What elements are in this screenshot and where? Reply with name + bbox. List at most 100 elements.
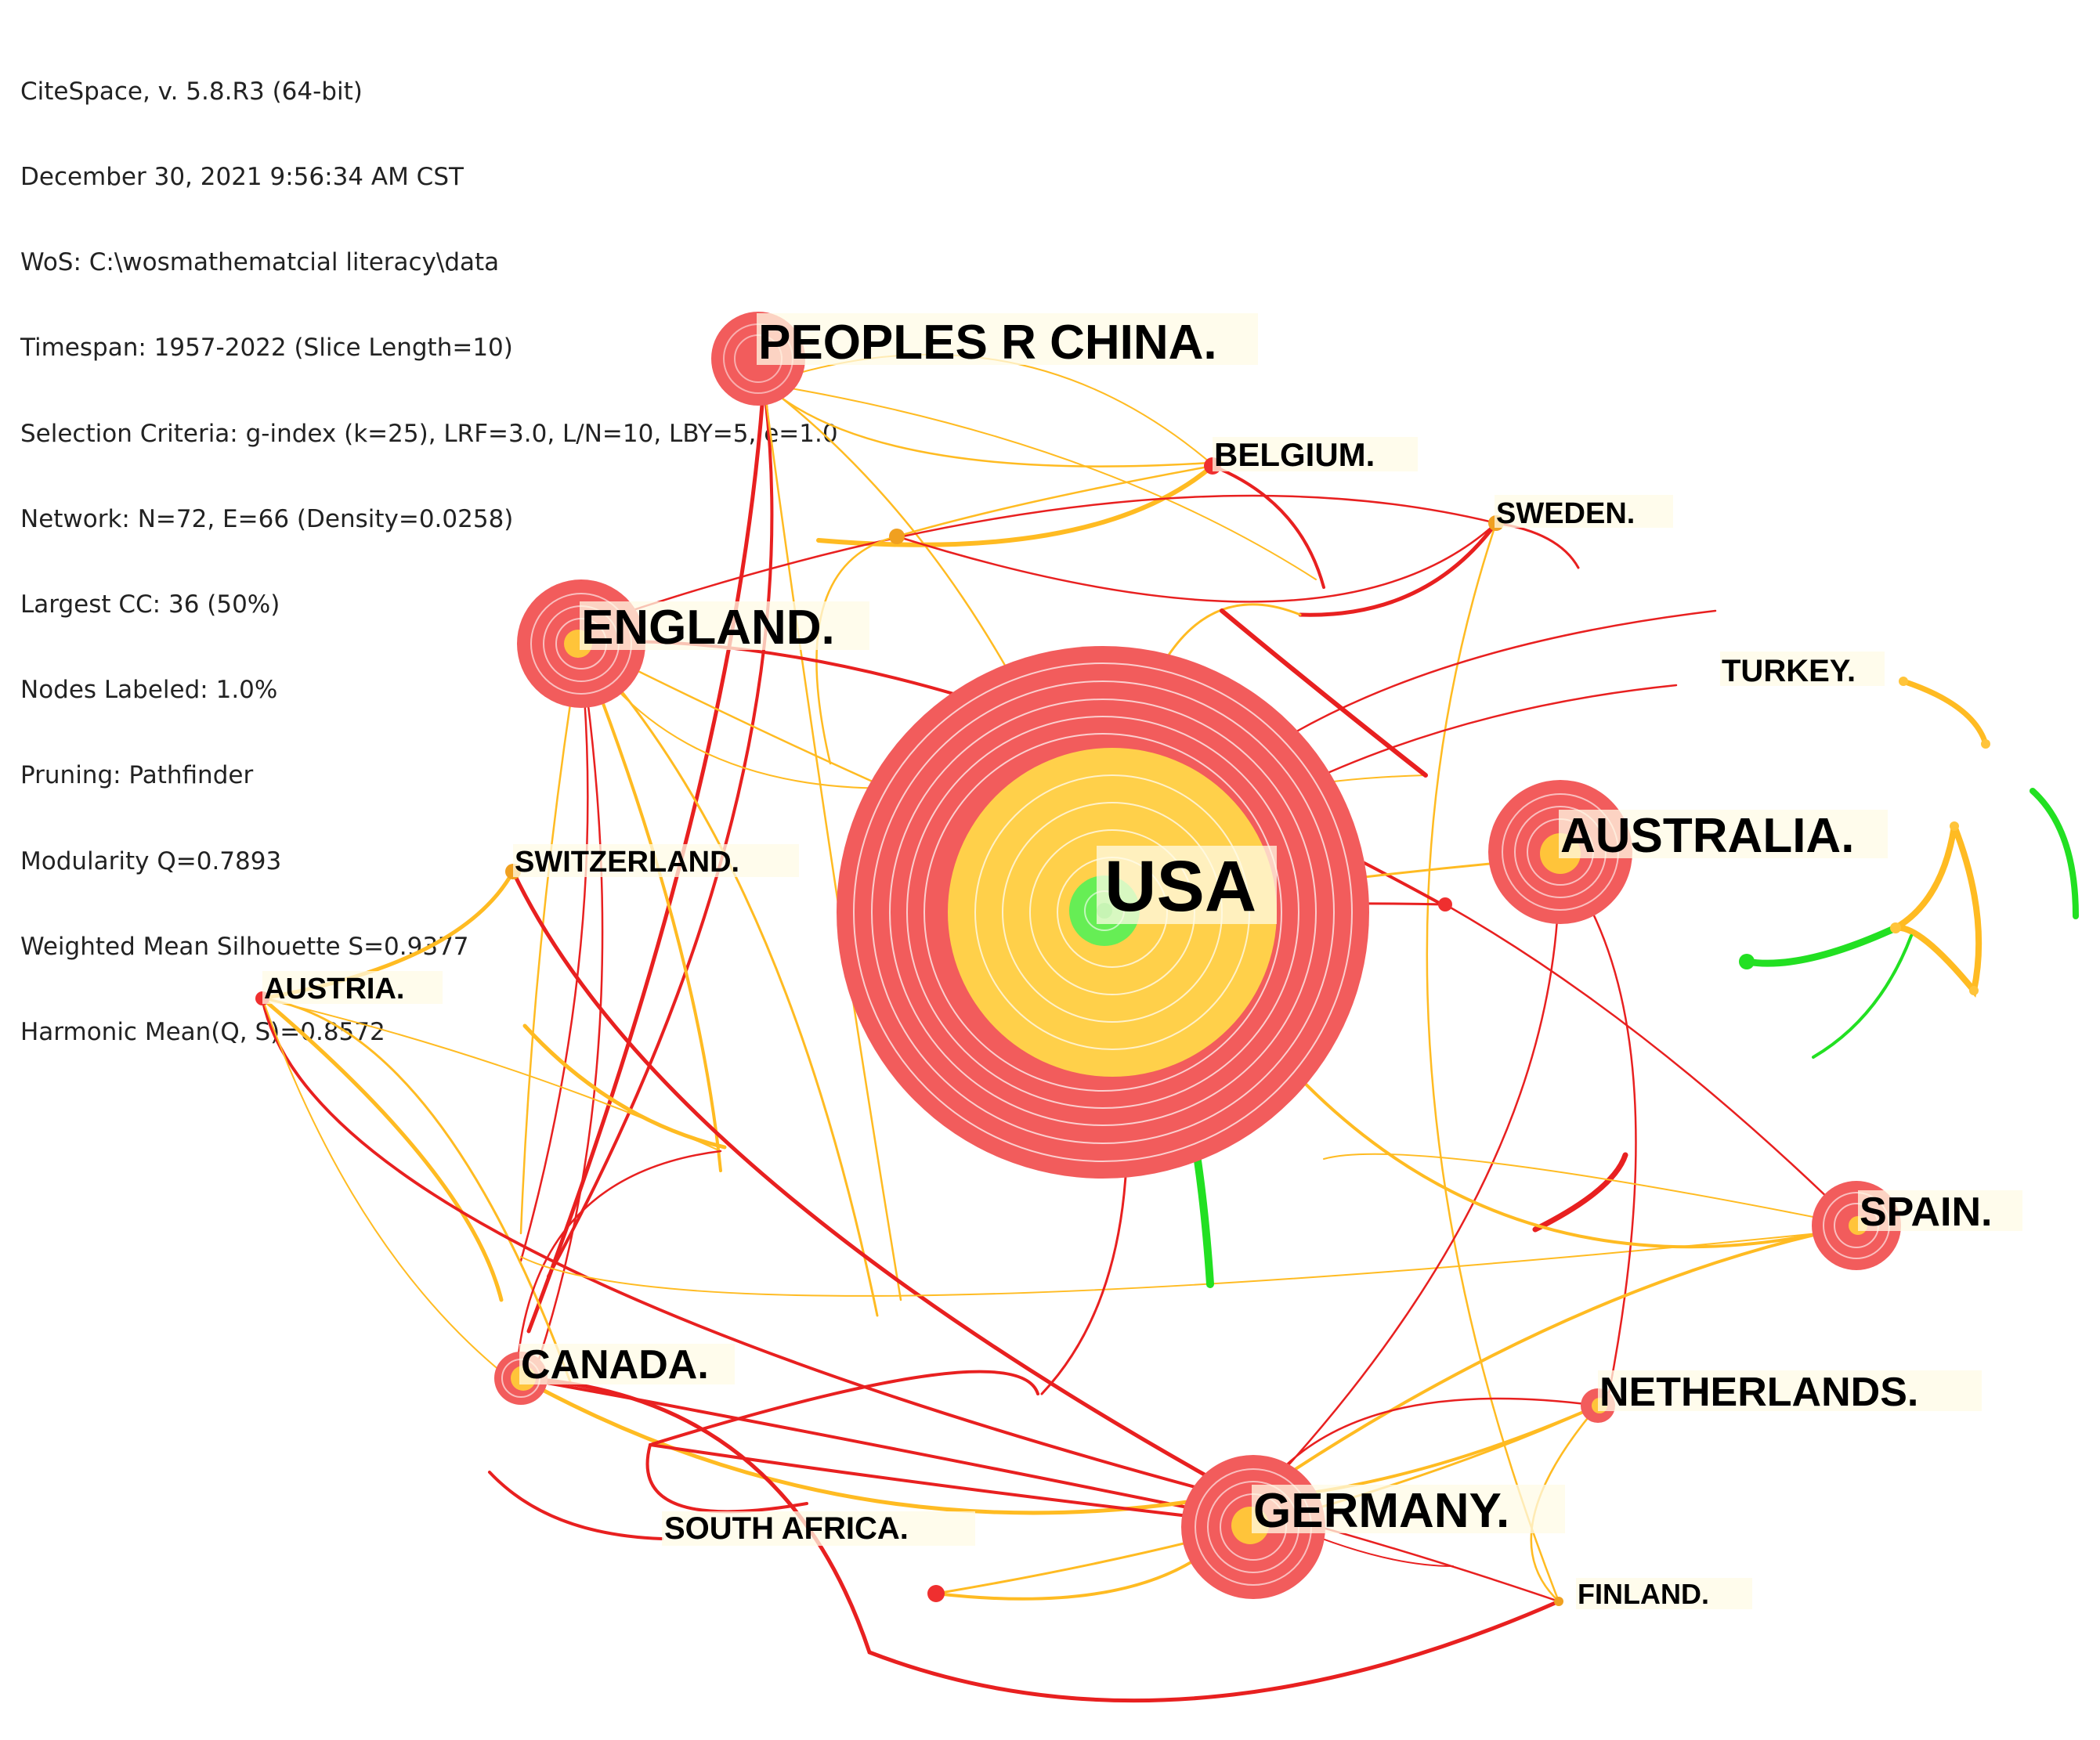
link: [261, 997, 573, 1388]
label-backdrop: [580, 601, 869, 650]
label-finland: FINLAND.: [1578, 1578, 1709, 1610]
link: [1211, 464, 1325, 589]
link: [762, 382, 1223, 467]
link: [522, 1023, 727, 1150]
link: [519, 641, 589, 1262]
node-unlabeled[interactable]: [1899, 677, 1908, 686]
link: [1220, 608, 1428, 778]
label-china: PEOPLES R CHINA.: [758, 316, 1217, 370]
link: [519, 1376, 1561, 1703]
link: [260, 996, 504, 1302]
link: [763, 353, 1215, 467]
link: [261, 997, 1243, 1501]
link: [1252, 1024, 1858, 1249]
label-backdrop: [1858, 1190, 2022, 1231]
link: [1900, 678, 1989, 747]
label-spain: SPAIN.: [1860, 1189, 1993, 1235]
link: [1532, 1152, 1628, 1233]
link: [515, 1150, 722, 1372]
link: [895, 522, 1498, 603]
label-belgium: BELGIUM.: [1214, 436, 1375, 473]
link: [511, 869, 1252, 1502]
label-backdrop: [662, 1511, 975, 1546]
link: [2030, 788, 2079, 919]
label-usa: USA: [1104, 847, 1256, 926]
link: [617, 494, 1498, 616]
label-backdrop: [1252, 1485, 1565, 1533]
citespace-info-header: CiteSpace, v. 5.8.R3 (64-bit) December 3…: [20, 20, 838, 1075]
info-line: WoS: C:\wosmathematcial literacy\data: [20, 248, 500, 277]
label-backdrop: [1720, 652, 1885, 686]
link: [526, 381, 766, 1334]
link: [262, 998, 721, 1152]
info-line: Largest CC: 36 (50%): [20, 590, 280, 619]
node-unlabeled[interactable]: [1969, 986, 1979, 995]
link: [519, 1377, 1247, 1521]
label-australia: AUSTRALIA.: [1560, 809, 1854, 863]
link: [1812, 934, 1913, 1059]
label-backdrop: [513, 844, 799, 877]
info-line: Weighted Mean Silhouette S=0.9377: [20, 932, 469, 961]
link: [578, 641, 722, 1172]
node-unlabeled[interactable]: [889, 529, 905, 544]
link: [1248, 856, 1560, 1509]
node-unlabeled[interactable]: [1890, 922, 1901, 933]
info-line: Pruning: Pathfinder: [20, 761, 254, 790]
info-line: CiteSpace, v. 5.8.R3 (64-bit): [20, 77, 363, 106]
link: [547, 382, 774, 1278]
node-finland[interactable]: [1554, 1597, 1563, 1606]
label-backdrop: [757, 313, 1258, 365]
info-line: Nodes Labeled: 1.0%: [20, 676, 278, 705]
link: [1557, 856, 1637, 1411]
node-unlabeled[interactable]: [1981, 739, 1990, 749]
label-backdrop: [1576, 1578, 1752, 1609]
link: [895, 464, 1214, 538]
label-austria: AUSTRIA.: [264, 973, 404, 1005]
label-backdrop: [1559, 810, 1888, 858]
link: [1298, 521, 1498, 617]
link: [816, 464, 1215, 547]
link: [520, 1229, 1857, 1297]
link: [531, 641, 604, 1380]
label-germany: GERMANY.: [1253, 1484, 1509, 1538]
node-unlabeled[interactable]: [1950, 821, 1959, 831]
link: [262, 998, 510, 1379]
info-line: Network: N=72, E=66 (Density=0.0258): [20, 504, 514, 533]
label-netherlands: NETHERLANDS.: [1599, 1370, 1918, 1415]
label-turkey: TURKEY.: [1722, 654, 1856, 688]
link: [645, 1443, 808, 1514]
link: [649, 1370, 1039, 1446]
link: [1743, 924, 1899, 967]
node-labels: USA PEOPLES R CHINA. ENGLAND. AUSTRALIA.…: [262, 313, 2022, 1610]
link: [1323, 1153, 1857, 1226]
node-unlabeled[interactable]: [1739, 954, 1755, 969]
info-line: December 30, 2021 9:56:34 AM CST: [20, 163, 464, 192]
link: [519, 641, 581, 1235]
node-unlabeled[interactable]: [1438, 897, 1452, 912]
link: [519, 1376, 1252, 1515]
link: [1444, 903, 1858, 1227]
label-backdrop: [262, 971, 443, 1004]
label-south-africa: SOUTH AFRICA.: [664, 1511, 909, 1546]
link: [578, 641, 879, 1317]
info-line: Timespan: 1957-2022 (Slice Length=10): [20, 334, 513, 363]
label-backdrop: [1598, 1370, 1982, 1411]
link: [1893, 823, 1983, 998]
label-backdrop: [1495, 495, 1673, 528]
label-sweden: SWEDEN.: [1496, 497, 1635, 530]
info-line: Harmonic Mean(Q, S)=0.8572: [20, 1018, 385, 1047]
info-line: Selection Criteria: g-index (k=25), LRF=…: [20, 419, 838, 448]
label-backdrop: [1213, 437, 1418, 471]
node-unlabeled[interactable]: [927, 1585, 945, 1602]
info-line: Modularity Q=0.7893: [20, 847, 282, 875]
label-england: ENGLAND.: [581, 601, 835, 655]
link: [763, 383, 1317, 580]
label-switzerland: SWITZERLAND.: [515, 846, 739, 879]
link: [1426, 522, 1560, 1603]
link: [1248, 1224, 1858, 1501]
link: [762, 382, 902, 1301]
label-backdrop: [1097, 846, 1277, 924]
link: [649, 1443, 1251, 1525]
link: [488, 1471, 663, 1540]
